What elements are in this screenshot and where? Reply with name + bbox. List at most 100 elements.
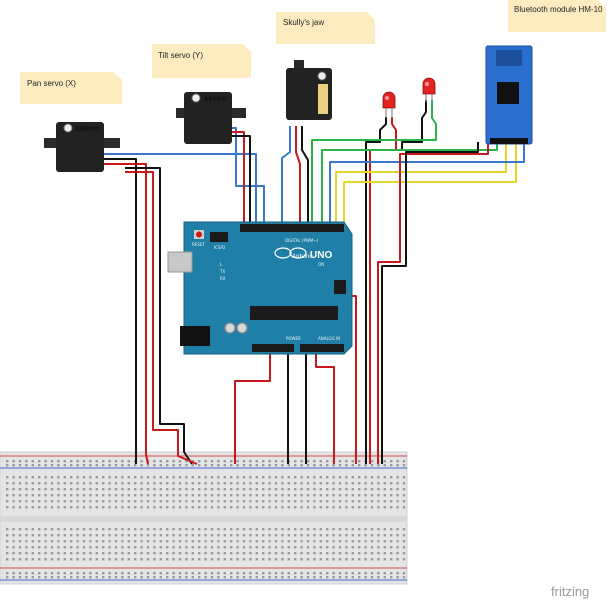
analog-label: ANALOG IN [318, 336, 340, 341]
breadboard-hole [76, 500, 79, 503]
breadboard-hole [242, 476, 246, 479]
pan-servo-body [56, 122, 104, 172]
breadboard-hole [31, 558, 34, 561]
breadboard-hole [166, 540, 169, 543]
breadboard-hole [18, 552, 22, 555]
breadboard-hole [396, 558, 399, 561]
breadboard-hole [326, 464, 329, 467]
breadboard-hole [6, 558, 9, 561]
breadboard-hole [185, 558, 188, 561]
breadboard-hole [166, 552, 169, 555]
breadboard-hole [18, 464, 22, 467]
breadboard-hole [294, 540, 297, 543]
breadboard-hole [358, 546, 361, 549]
breadboard-hole [287, 540, 290, 543]
breadboard-hole [70, 540, 73, 543]
breadboard-hole [102, 528, 105, 531]
breadboard-hole [287, 558, 290, 561]
breadboard-hole [326, 534, 329, 537]
breadboard-hole [300, 500, 303, 503]
breadboard-hole [127, 460, 130, 463]
tilt-servo: SERVO [176, 92, 246, 144]
breadboard-hole [262, 488, 265, 491]
breadboard-hole [70, 552, 73, 555]
breadboard-hole [50, 546, 54, 549]
breadboard-hole [108, 506, 111, 509]
breadboard-hole [153, 476, 156, 479]
breadboard-hole [242, 540, 246, 543]
breadboard-hole [338, 494, 342, 497]
breadboard-hole [185, 506, 188, 509]
breadboard-hole [390, 534, 393, 537]
breadboard-hole [396, 476, 399, 479]
note-pan-servo-bg [20, 72, 122, 104]
breadboard-hole [338, 464, 342, 467]
breadboard-hole [82, 494, 86, 497]
breadboard-hole [114, 546, 118, 549]
breadboard-hole [326, 552, 329, 555]
hm10-header [490, 138, 528, 144]
breadboard-hole [95, 482, 98, 485]
breadboard-hole [153, 464, 156, 467]
breadboard-hole [332, 576, 335, 579]
breadboard-hole [159, 506, 162, 509]
breadboard-hole [95, 576, 98, 579]
note-tilt-servo: Tilt servo (Y) [152, 44, 251, 78]
breadboard-hole [326, 494, 329, 497]
breadboard-hole [377, 528, 380, 531]
reset-button[interactable] [196, 231, 202, 238]
breadboard-hole [242, 460, 246, 463]
breadboard-hole [18, 460, 22, 463]
breadboard-hole [377, 488, 380, 491]
breadboard-hole [114, 506, 118, 509]
breadboard-hole [358, 552, 361, 555]
breadboard-hole [57, 506, 60, 509]
breadboard-hole [236, 488, 239, 491]
breadboard-hole [402, 528, 406, 531]
breadboard-hole [166, 528, 169, 531]
breadboard-hole [76, 572, 79, 575]
breadboard-hole [25, 540, 28, 543]
breadboard-hole [114, 534, 118, 537]
breadboard-hole [31, 528, 34, 531]
breadboard-hole [25, 460, 28, 463]
breadboard-hole [287, 572, 290, 575]
breadboard-hole [262, 464, 265, 467]
breadboard-hole [63, 546, 66, 549]
breadboard-hole [25, 482, 28, 485]
breadboard-hole [134, 534, 137, 537]
breadboard-hole [294, 546, 297, 549]
breadboard-hole [210, 552, 214, 555]
breadboard-hole [63, 576, 66, 579]
breadboard-hole [178, 506, 182, 509]
breadboard-hole [300, 528, 303, 531]
breadboard-hole [300, 460, 303, 463]
breadboard-hole [326, 558, 329, 561]
reset-label: RESET [192, 242, 205, 247]
breadboard-hole [287, 494, 290, 497]
breadboard-hole [166, 506, 169, 509]
breadboard-hole [242, 534, 246, 537]
breadboard-hole [198, 534, 201, 537]
breadboard-hole [351, 476, 354, 479]
breadboard-hole [172, 476, 175, 479]
breadboard-hole [287, 488, 290, 491]
breadboard-hole [383, 572, 386, 575]
breadboard-hole [249, 576, 252, 579]
breadboard-hole [146, 482, 150, 485]
breadboard-hole [134, 558, 137, 561]
breadboard-hole [108, 540, 111, 543]
pan-servo-tab-right [104, 138, 120, 148]
breadboard-hole [50, 476, 54, 479]
breadboard-hole [121, 476, 124, 479]
breadboard-hole [140, 476, 143, 479]
breadboard-hole [217, 476, 220, 479]
breadboard-hole [249, 534, 252, 537]
note-jaw-text: Skully's jaw [283, 18, 324, 27]
breadboard-hole [223, 576, 226, 579]
breadboard-hole [76, 576, 79, 579]
wire-vin-to-breadboard [315, 353, 335, 464]
breadboard-hole [146, 476, 150, 479]
breadboard-hole [242, 506, 246, 509]
breadboard-hole [76, 534, 79, 537]
